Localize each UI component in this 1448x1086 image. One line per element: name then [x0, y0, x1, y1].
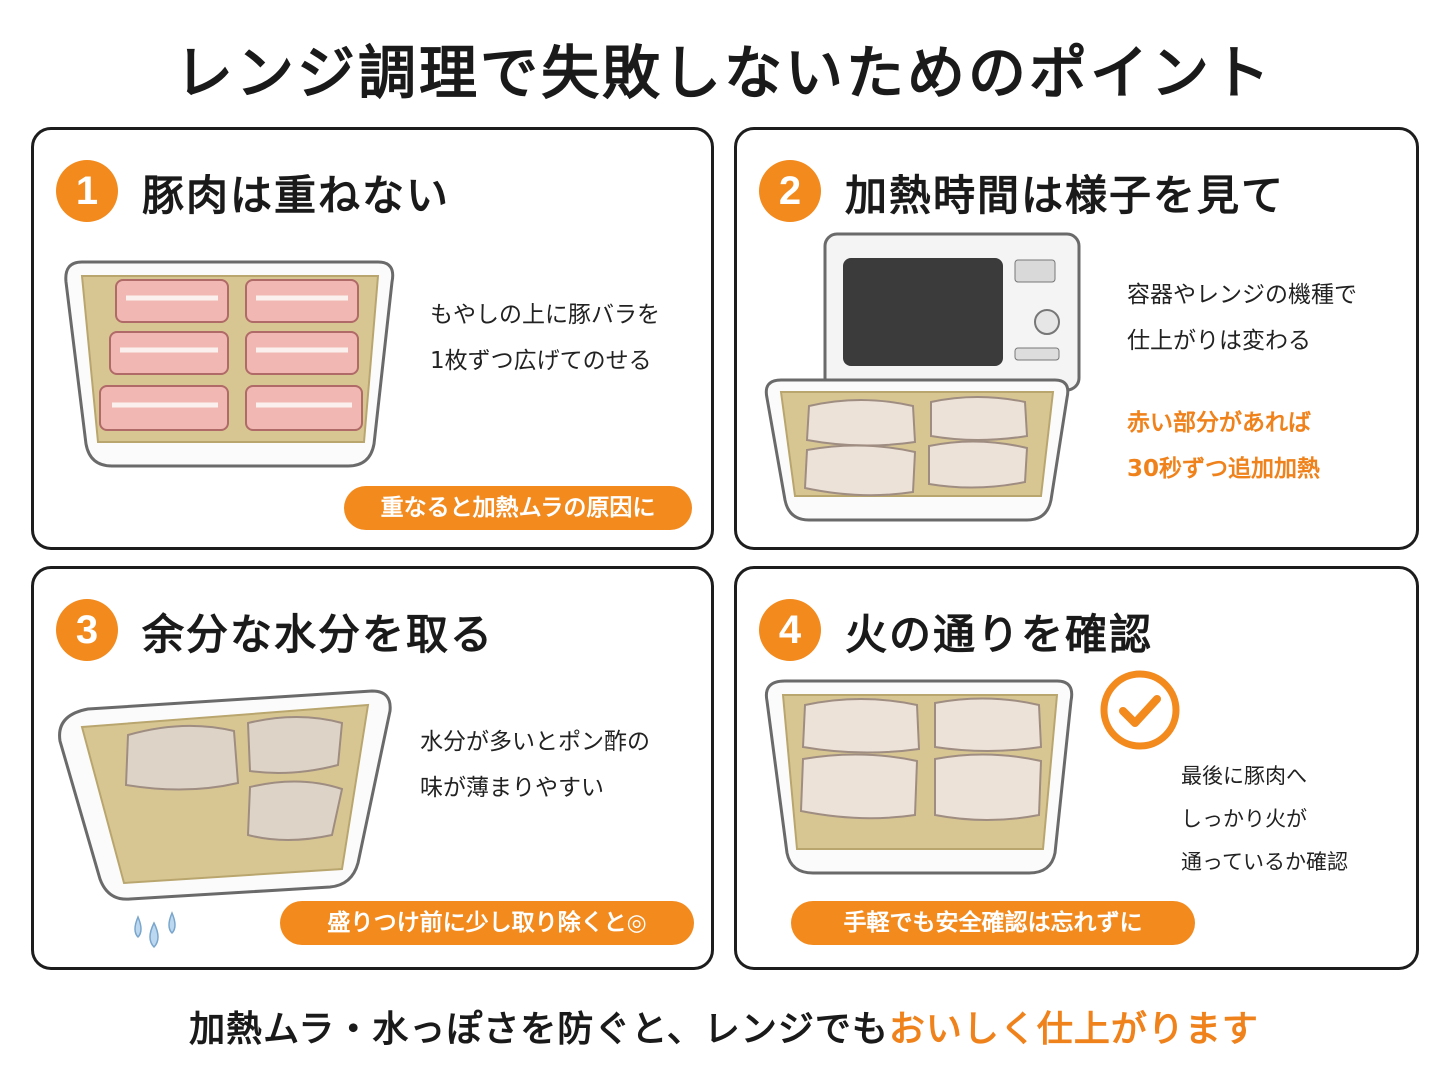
description-line: 最後に豚肉へ — [1181, 764, 1307, 788]
point-card-2: 2 加熱時間は様子を見て 容器やレンジの機種で 仕上がりは変わる 赤い部分があれ… — [734, 127, 1419, 550]
description-line: 通っているか確認 — [1181, 850, 1348, 874]
description-line: 仕上がりは変わる — [1127, 328, 1311, 354]
description-line: 1枚ずつ広げてのせる — [430, 348, 652, 374]
point-number-badge: 3 — [56, 599, 118, 661]
point-heading: 加熱時間は様子を見て — [845, 171, 1286, 220]
description-line: 水分が多いとポン酢の — [420, 729, 650, 755]
tip-pill: 重なると加熱ムラの原因に — [344, 486, 692, 530]
point-number-badge: 1 — [56, 160, 118, 222]
point-card-4: 4 火の通りを確認 最後に豚肉へ しっかり火が 通っているか確認 手軽でも安全確… — [734, 566, 1419, 970]
page-title: レンジ調理で失敗しないためのポイント — [174, 39, 1273, 107]
point-description: 最後に豚肉へ しっかり火が 通っているか確認 — [1181, 755, 1348, 884]
point-description: 容器やレンジの機種で 仕上がりは変わる — [1127, 272, 1357, 364]
highlight-line: 30秒ずつ追加加熱 — [1127, 456, 1321, 482]
description-line: 容器やレンジの機種で — [1127, 282, 1357, 308]
point-heading: 余分な水分を取る — [142, 610, 495, 659]
description-line: しっかり火が — [1181, 807, 1307, 831]
tip-pill: 手軽でも安全確認は忘れずに — [791, 901, 1195, 945]
point-card-3: 3 余分な水分を取る 水分が多いとポン酢の 味が薄まりやすい 盛りつけ前に少し取… — [31, 566, 714, 970]
footer-highlight-text: おいしく仕上がります — [888, 1009, 1259, 1050]
tray-raw-pork-illustration — [64, 260, 395, 468]
footer-summary: 加熱ムラ・水っぽさを防ぐと、レンジでもおいしく仕上がります — [0, 1000, 1448, 1052]
description-line: 味が薄まりやすい — [420, 775, 604, 801]
microwave-icon — [823, 232, 1081, 392]
microwave-and-tray-illustration — [764, 232, 1081, 522]
highlight-description: 赤い部分があれば 30秒ずつ追加加熱 — [1127, 400, 1320, 492]
point-number-badge: 4 — [759, 599, 821, 661]
description-line: もやしの上に豚バラを — [430, 302, 660, 328]
point-number-badge: 2 — [759, 160, 821, 222]
point-description: 水分が多いとポン酢の 味が薄まりやすい — [420, 719, 650, 811]
footer-main-text: 加熱ムラ・水っぽさを防ぐと、レンジでも — [189, 1009, 889, 1050]
point-description: もやしの上に豚バラを 1枚ずつ広げてのせる — [430, 292, 660, 384]
point-card-1: 1 豚肉は重ねない もやしの上に豚バラを 1枚ずつ広げてのせる 重なると加熱ムラ… — [31, 127, 714, 550]
checkmark-circle-icon — [1100, 670, 1180, 750]
point-heading: 豚肉は重ねない — [142, 171, 451, 220]
highlight-line: 赤い部分があれば — [1127, 410, 1311, 436]
point-heading: 火の通りを確認 — [845, 610, 1154, 659]
tray-cooked-pork-illustration — [764, 679, 1074, 875]
tip-pill: 盛りつけ前に少し取り除くと◎ — [280, 901, 694, 945]
tray-draining-water-illustration — [58, 689, 392, 949]
